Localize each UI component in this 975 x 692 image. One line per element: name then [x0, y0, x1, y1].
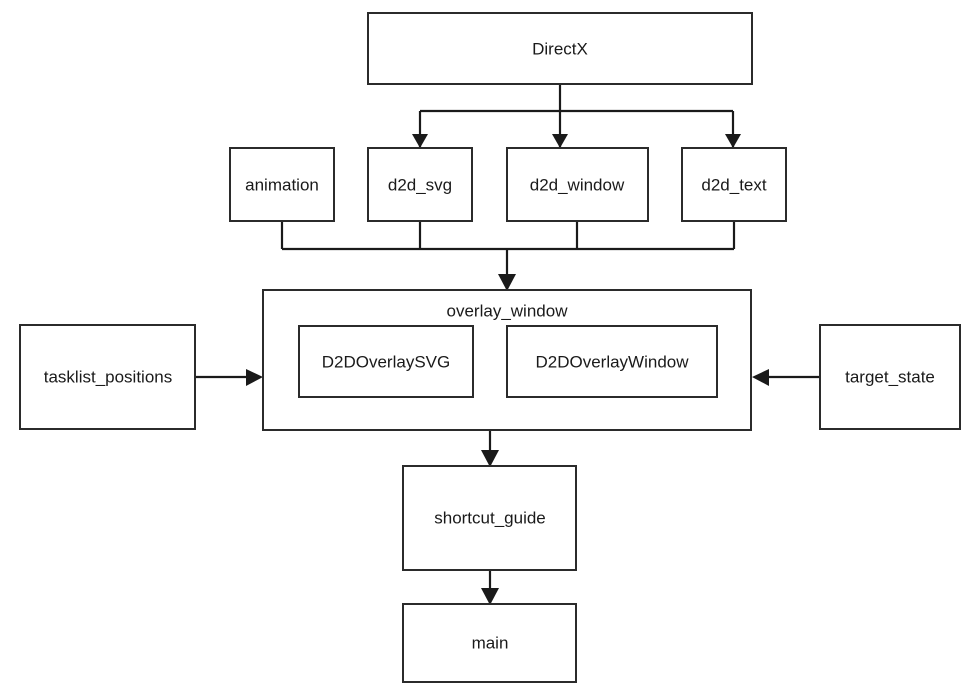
node-d2d_overlay_svg-box[interactable] [298, 325, 474, 398]
edge-row2-to-overlay_window [280, 221, 736, 291]
arrow-head-overlay_window-top [498, 274, 516, 291]
node-main-box[interactable] [402, 603, 577, 683]
node-shortcut_guide-box[interactable] [402, 465, 577, 571]
arrow-head-overlay_window-right [752, 369, 769, 386]
node-d2d_window[interactable]: d2d_window [506, 147, 649, 222]
node-animation[interactable]: animation [229, 147, 335, 222]
node-tasklist_positions-box[interactable] [19, 324, 196, 430]
edge-directx-fanout [412, 84, 741, 148]
edge-tasklist_positions-to-overlay_window [195, 369, 263, 386]
node-main[interactable]: main [402, 603, 577, 683]
node-d2d_window-box[interactable] [506, 147, 649, 222]
node-d2d_overlay_window-box[interactable] [506, 325, 718, 398]
edge-shortcut_guide-to-main [481, 570, 499, 605]
node-d2d_svg-box[interactable] [367, 147, 473, 222]
arrow-head-shortcut_guide [481, 450, 499, 467]
node-d2d_text[interactable]: d2d_text [681, 147, 787, 222]
arrow-head-d2d_svg [412, 134, 428, 148]
arrow-head-overlay_window-left [246, 369, 263, 386]
node-directx[interactable]: DirectX [367, 12, 753, 85]
node-animation-box[interactable] [229, 147, 335, 222]
node-d2d_text-box[interactable] [681, 147, 787, 222]
node-directx-box[interactable] [367, 12, 753, 85]
edge-target_state-to-overlay_window [752, 369, 820, 386]
node-overlay_window[interactable]: overlay_window D2DOverlaySVG D2DOverlayW… [262, 289, 752, 431]
arrow-head-d2d_text [725, 134, 741, 148]
arrow-head-main [481, 588, 499, 605]
node-shortcut_guide[interactable]: shortcut_guide [402, 465, 577, 571]
node-tasklist_positions[interactable]: tasklist_positions [19, 324, 196, 430]
node-d2d_overlay_svg[interactable]: D2DOverlaySVG [298, 325, 474, 398]
edge-overlay_window-to-shortcut_guide [481, 430, 499, 467]
node-target_state[interactable]: target_state [819, 324, 961, 430]
node-d2d_svg[interactable]: d2d_svg [367, 147, 473, 222]
node-d2d_overlay_window[interactable]: D2DOverlayWindow [506, 325, 718, 398]
node-target_state-box[interactable] [819, 324, 961, 430]
arrow-head-d2d_window [552, 134, 568, 148]
